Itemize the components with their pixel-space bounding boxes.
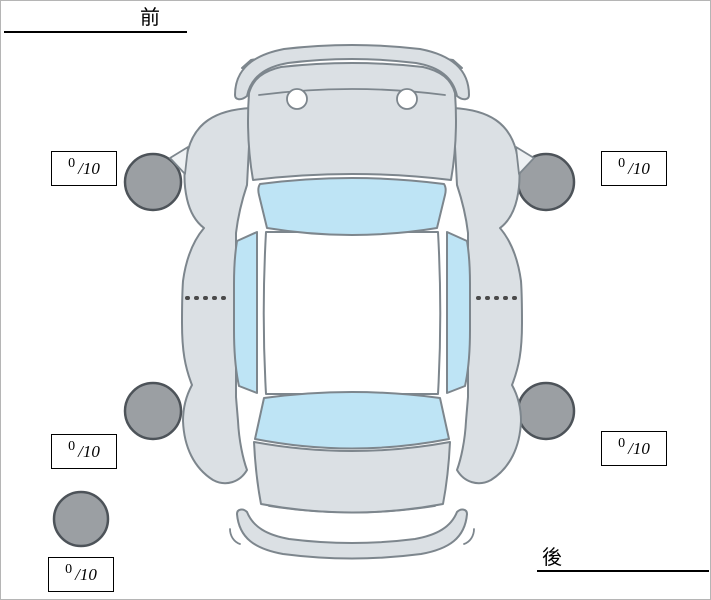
rear-underline bbox=[537, 570, 709, 572]
left-side-panel bbox=[181, 107, 252, 485]
rear-bumper-end-right bbox=[463, 528, 475, 545]
tread-score-front-left: 0 /10 bbox=[51, 151, 117, 186]
trunk-seam-line bbox=[268, 505, 436, 514]
right-side-panel bbox=[452, 107, 523, 485]
front-underline bbox=[4, 31, 187, 33]
tread-score-denominator: /10 bbox=[628, 158, 650, 178]
tread-score-value: 0 bbox=[618, 435, 626, 451]
wheel-rear-left bbox=[123, 381, 183, 441]
tread-score-value: 0 bbox=[65, 561, 73, 577]
tread-score-denominator: /10 bbox=[78, 441, 100, 461]
trunk bbox=[253, 441, 451, 514]
hood-detail-circle-left bbox=[286, 88, 308, 110]
front-bumper bbox=[234, 44, 470, 101]
hood bbox=[247, 62, 457, 181]
spare-wheel bbox=[52, 490, 110, 548]
left-side-window bbox=[233, 231, 258, 394]
wheel-rear-right bbox=[516, 381, 576, 441]
tread-score-value: 0 bbox=[618, 155, 626, 171]
tread-score-value: 0 bbox=[68, 438, 76, 454]
tread-score-rear-left: 0 /10 bbox=[51, 434, 117, 469]
rear-bumper-end-left bbox=[229, 528, 241, 545]
door-mirror-right bbox=[515, 146, 535, 175]
rear-window bbox=[254, 391, 450, 450]
hood-detail-circle-right bbox=[396, 88, 418, 110]
tread-score-denominator: /10 bbox=[628, 438, 650, 458]
tread-score-denominator: /10 bbox=[78, 158, 100, 178]
cowl-seam-line bbox=[258, 88, 446, 96]
windshield bbox=[257, 177, 447, 236]
tread-score-front-right: 0 /10 bbox=[601, 151, 667, 186]
door-mirror-left bbox=[169, 146, 189, 175]
tread-score-rear-right: 0 /10 bbox=[601, 431, 667, 466]
tread-score-spare: 0 /10 bbox=[48, 557, 114, 592]
front-label: 前 bbox=[140, 7, 160, 29]
rear-label: 後 bbox=[542, 547, 562, 569]
roof bbox=[262, 231, 442, 395]
tread-score-value: 0 bbox=[68, 155, 76, 171]
tread-score-denominator: /10 bbox=[75, 564, 97, 584]
right-side-window bbox=[446, 231, 471, 394]
wheel-front-left bbox=[123, 152, 183, 212]
rear-bumper bbox=[236, 508, 468, 560]
